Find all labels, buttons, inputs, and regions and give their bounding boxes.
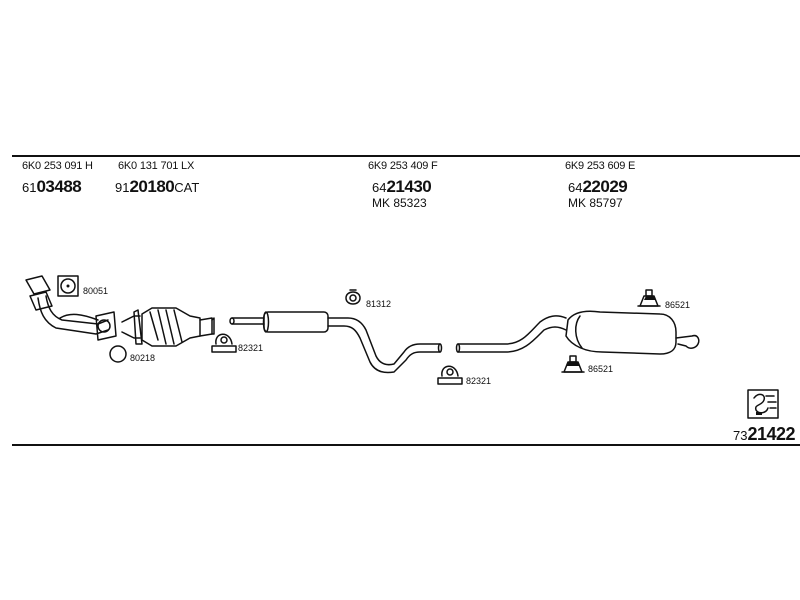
callout-mount-top: 86521 — [665, 300, 691, 310]
catalytic-converter — [121, 307, 215, 347]
part-number-prefix: 64 — [568, 180, 583, 195]
part-number-suffix: CAT — [174, 180, 200, 195]
gasket-icon — [57, 275, 79, 297]
callout-clamp-rear: 82321 — [466, 376, 492, 386]
callout-rubber-hanger: 81312 — [366, 299, 392, 309]
part-number-prefix: 61 — [22, 180, 37, 195]
part-number-main: 03488 — [36, 177, 82, 196]
part-number-main: 20180 — [129, 177, 175, 196]
part-number-main: 21430 — [386, 177, 432, 196]
mounting-kit-rear-silencer: MK 85797 — [568, 196, 623, 210]
diagram-number-prefix: 73 — [733, 428, 748, 443]
callout-mount-bottom: 86521 — [588, 364, 614, 374]
callout-sealing-ring: 80218 — [130, 353, 156, 363]
oem-number-middle-silencer: 6K9 253 409 F — [368, 160, 438, 172]
diagram-number-main: 21422 — [747, 424, 796, 444]
legend-box-icon — [747, 389, 779, 419]
rear-silencer — [455, 310, 700, 355]
oem-number-rear-silencer: 6K9 253 609 E — [565, 160, 636, 172]
front-pipe — [25, 275, 117, 341]
callout-gasket: 80051 — [83, 286, 109, 296]
top-rule — [12, 155, 800, 157]
part-number-prefix: 64 — [372, 180, 387, 195]
middle-silencer — [229, 311, 443, 374]
pipe-clamp-icon — [437, 365, 463, 385]
part-number-catalyst: 9120180CAT — [115, 178, 199, 196]
diagram-number: 7321422 — [733, 424, 796, 444]
oem-number-front-pipe: 6K0 253 091 H — [22, 160, 93, 172]
part-number-middle-silencer: 6421430 — [372, 177, 432, 196]
pipe-clamp-icon — [211, 333, 237, 353]
part-number-front-pipe: 6103488 — [22, 177, 82, 196]
part-number-main: 22029 — [582, 177, 628, 196]
part-number-prefix: 91 — [115, 180, 130, 195]
callout-clamp-front: 82321 — [238, 343, 264, 353]
sealing-ring-icon — [109, 345, 127, 363]
part-number-rear-silencer: 6422029 — [568, 177, 628, 196]
mounting-kit-middle-silencer: MK 85323 — [372, 196, 427, 210]
oem-number-catalyst: 6K0 131 701 LX — [118, 160, 195, 172]
rubber-hanger-icon — [345, 289, 361, 305]
bottom-rule — [12, 444, 800, 446]
